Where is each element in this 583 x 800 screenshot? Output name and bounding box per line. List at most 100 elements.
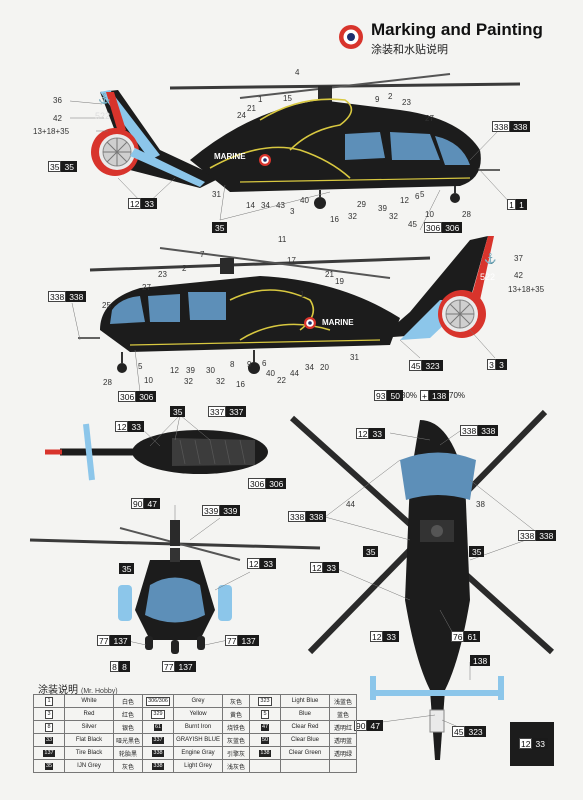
callout-number: 32 bbox=[389, 212, 398, 221]
callout-number: 23 bbox=[158, 270, 167, 279]
color-ref-badge: 35 bbox=[469, 546, 485, 557]
callout-number: 28 bbox=[103, 378, 112, 387]
callout-number: 2 bbox=[388, 92, 393, 101]
front-view-helicopter bbox=[29, 505, 321, 654]
color-ref-badge: 35 bbox=[170, 406, 186, 417]
callout-number: 38 bbox=[476, 500, 485, 509]
page-title: Marking and Painting bbox=[371, 20, 543, 39]
page-subtitle: 涂装和水贴说明 bbox=[371, 44, 448, 56]
callout-number: 17 bbox=[287, 256, 296, 265]
callout-number: 16 bbox=[330, 215, 339, 224]
marine-label-top: MARINE bbox=[214, 152, 246, 161]
callout-number: 10 bbox=[144, 376, 153, 385]
callout-number: 31 bbox=[212, 190, 221, 199]
bottom-view-helicopter bbox=[45, 414, 268, 481]
callout-number: 40 bbox=[300, 196, 309, 205]
callout-number: 11 bbox=[278, 235, 287, 244]
callout-number: 39 bbox=[186, 366, 195, 375]
color-ref-badge: 35 bbox=[212, 222, 228, 233]
callout-number: 16 bbox=[236, 380, 245, 389]
callout-number: 28 bbox=[462, 210, 471, 219]
color-ref-badge: 138 bbox=[470, 655, 491, 666]
callout-number: 15 bbox=[283, 94, 292, 103]
callout-number: 32 bbox=[184, 377, 193, 386]
callout-number: 27 bbox=[425, 114, 434, 123]
callout-number: 32 bbox=[348, 212, 357, 221]
callout-number: 30 bbox=[206, 366, 215, 375]
color-ref-badge: 35 bbox=[363, 546, 379, 557]
anchor-icon: ⚓ bbox=[484, 254, 497, 265]
callout-number: 9 bbox=[375, 95, 380, 104]
callout-number: 8 bbox=[230, 360, 235, 369]
callout-number: 45 bbox=[408, 220, 417, 229]
callout-number: 44 bbox=[290, 369, 299, 378]
callout-number: 14 bbox=[246, 201, 255, 210]
callout-number: 5 bbox=[420, 190, 425, 199]
callout-number: 23 bbox=[402, 98, 411, 107]
paint-guide-title: 涂装说明(Mr. Hobby) bbox=[38, 685, 118, 696]
callout-number: 42 bbox=[514, 271, 523, 280]
anchor-icon: ⚓ bbox=[98, 94, 111, 105]
side-view-top-helicopter bbox=[69, 73, 521, 231]
callout-number: 1 bbox=[300, 290, 305, 299]
top-view-helicopter bbox=[289, 409, 555, 760]
callout-number: 12 bbox=[170, 366, 179, 375]
callout-number: 2 bbox=[182, 264, 187, 273]
callout-number: 22 bbox=[277, 376, 286, 385]
callout-number: 1 bbox=[258, 95, 263, 104]
callout-number: 34 bbox=[261, 201, 270, 210]
callout-number: 29 bbox=[357, 200, 366, 209]
callout-number: 24 bbox=[237, 111, 246, 120]
side-view-bottom-helicopter bbox=[71, 236, 496, 393]
callout-number: 40 bbox=[266, 369, 275, 378]
mix-percent: 30% bbox=[401, 391, 418, 400]
color-ref-badge: 35 bbox=[119, 563, 135, 574]
callout-number: 10 bbox=[425, 210, 434, 219]
callout-number: 5 bbox=[138, 362, 143, 371]
callout-number: 6 bbox=[415, 192, 420, 201]
roundel-logo-icon bbox=[339, 25, 363, 49]
color-ref-badge: +138 bbox=[420, 390, 450, 401]
callout-number: 43 bbox=[276, 201, 285, 210]
callout-number: 21 bbox=[325, 270, 334, 279]
callout-number: 20 bbox=[320, 363, 329, 372]
callout-number: 19 bbox=[335, 277, 344, 286]
callout-number: 32 bbox=[216, 377, 225, 386]
callout-number: 27 bbox=[142, 283, 151, 292]
callout-number: 34 bbox=[305, 363, 314, 372]
callout-number: 39 bbox=[378, 204, 387, 213]
